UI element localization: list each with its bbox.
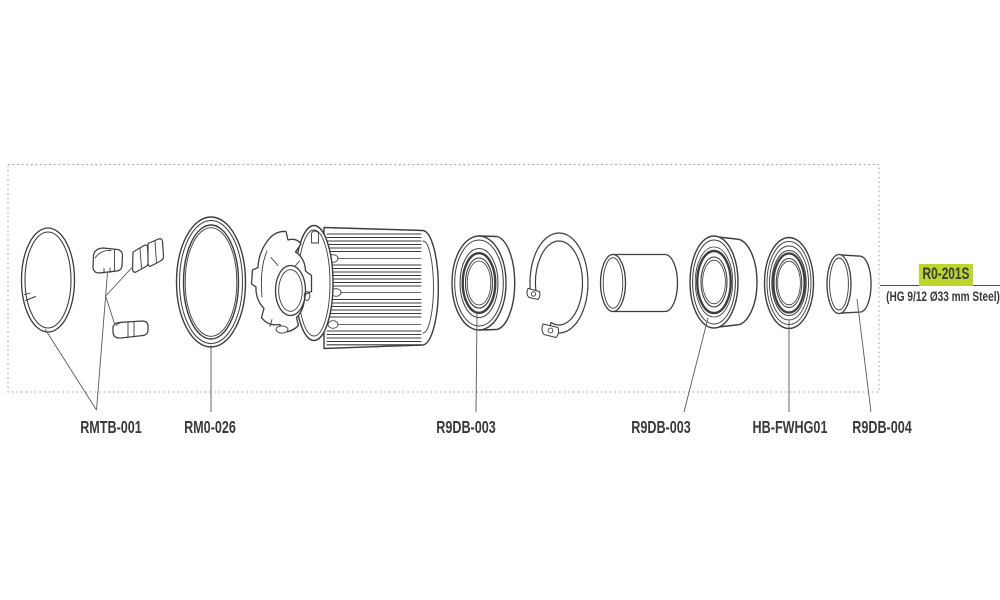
leader-retaining-ring	[44, 328, 97, 411]
callout-spec: (HG 9/12 Ø33 mm Steel)	[886, 288, 1000, 304]
pawl-set-drawing	[92, 238, 165, 339]
leader-bearing-1	[475, 313, 478, 413]
leader-pawl-branch-upper	[105, 266, 134, 297]
spacer-tube-drawing	[599, 253, 679, 313]
leader-pawl-branch-lower	[105, 295, 115, 324]
leader-end-spacer	[856, 298, 872, 413]
bearing-drawing-1	[451, 235, 516, 331]
retaining-ring-drawing	[20, 227, 76, 333]
seal-ring-drawing	[175, 216, 247, 348]
part-label-hb-fwhg01: HB-FWHG01	[752, 417, 828, 437]
part-label-rmtb-001: RMTB-001	[80, 417, 142, 437]
circlip-drawing	[526, 232, 589, 338]
part-label-rm0-026: RM0-026	[184, 417, 236, 437]
seal-cone-drawing	[763, 236, 815, 330]
end-spacer-drawing	[826, 253, 872, 315]
bearing-drawing-2	[689, 235, 758, 329]
leader-pawl-main	[96, 272, 108, 411]
callout-part-number: R0-201S	[918, 264, 974, 286]
leader-bearing-2	[683, 317, 709, 413]
part-label-r9db-003-a: R9DB-003	[436, 417, 496, 437]
leader-lines	[44, 266, 872, 413]
dashed-boundary-box	[7, 164, 880, 393]
part-label-r9db-004: R9DB-004	[852, 417, 912, 437]
freehub-body-drawing	[250, 224, 440, 350]
part-label-r9db-003-b: R9DB-003	[631, 417, 691, 437]
